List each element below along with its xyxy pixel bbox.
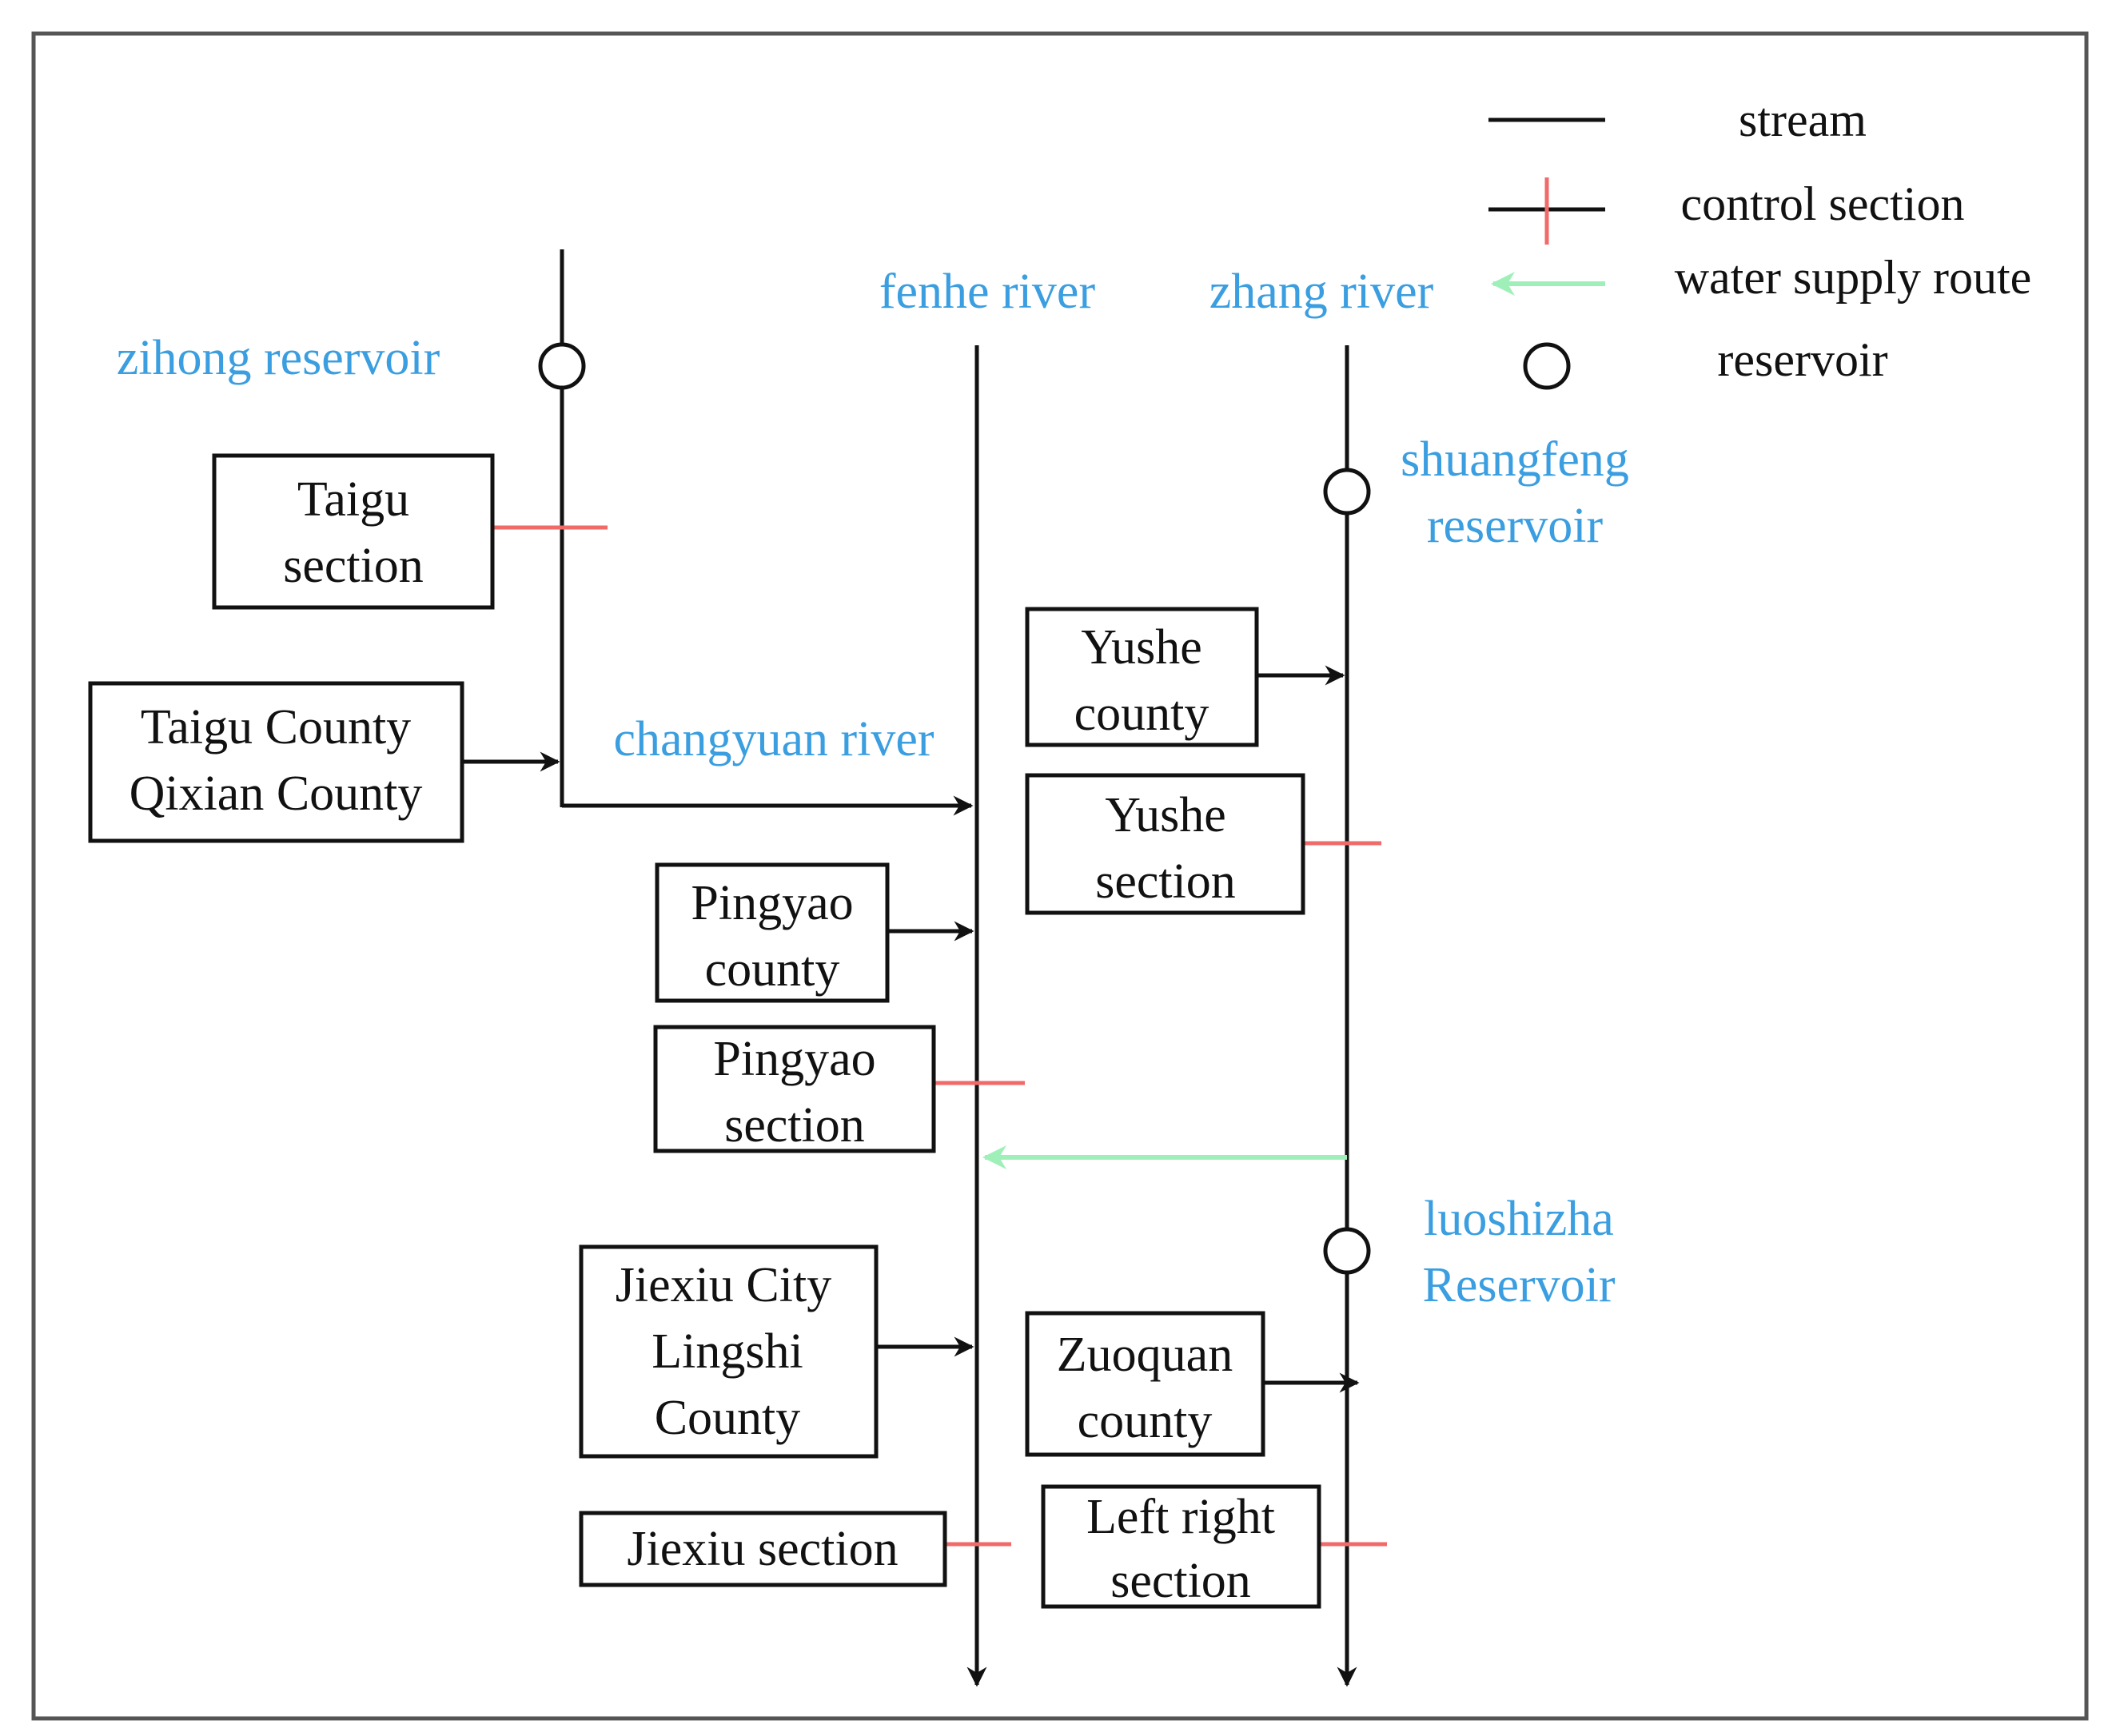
- luoshizha-reservoir-symbol: [1323, 1227, 1371, 1275]
- box-text: Yushe: [1105, 788, 1226, 842]
- box-taigu-qixian-county: Taigu County Qixian County: [88, 681, 464, 843]
- fenhe-river-label: fenhe river: [879, 265, 1096, 319]
- box-pingyao-county: Pingyao county: [655, 862, 890, 1003]
- changyuan-branch: zihong reservoir changyuan river: [117, 249, 974, 816]
- fenhe-river: fenhe river: [876, 265, 1096, 1687]
- box-text: Taigu: [297, 472, 409, 527]
- legend-reservoir-label: reservoir: [1717, 333, 1887, 386]
- luoshizha-reservoir-label-line2: Reservoir: [1422, 1258, 1615, 1312]
- box-text: county: [1074, 687, 1209, 741]
- zhang-river-label: zhang river: [1209, 265, 1434, 319]
- zhang-river: zhang river shuangfeng reservoir luoshiz…: [1209, 265, 1629, 1687]
- legend-water-supply-label: water supply route: [1675, 251, 2032, 304]
- box-text: section: [1110, 1554, 1251, 1608]
- box-text: Zuoquan: [1057, 1328, 1233, 1382]
- box-jiexiu-section: Jiexiu section: [579, 1511, 947, 1587]
- box-text: Taigu County: [141, 700, 411, 755]
- box-text: section: [724, 1098, 865, 1153]
- shuangfeng-reservoir-label-line1: shuangfeng: [1401, 432, 1629, 487]
- luoshizha-reservoir-label-line1: luoshizha: [1424, 1192, 1614, 1246]
- box-yushe-county: Yushe county: [1025, 607, 1259, 747]
- box-text: section: [1095, 854, 1236, 909]
- box-jiexiu-lingshi-county: Jiexiu City Lingshi County: [579, 1244, 879, 1459]
- box-text: Pingyao: [691, 876, 853, 930]
- box-text: county: [1078, 1394, 1213, 1448]
- box-text: Qixian County: [130, 766, 423, 821]
- box-zuoquan-county: Zuoquan county: [1025, 1311, 1265, 1457]
- box-text: county: [705, 942, 840, 997]
- box-left-right-section: Left right section: [1041, 1484, 1321, 1609]
- box-text: County: [655, 1391, 801, 1445]
- legend-reservoir-symbol: [1523, 342, 1571, 390]
- shuangfeng-reservoir-symbol: [1323, 468, 1371, 516]
- zihong-reservoir-symbol: [538, 342, 586, 390]
- box-text: Jiexiu City: [616, 1258, 831, 1312]
- legend: stream control section water supply rout…: [1488, 94, 2032, 390]
- diagram-frame: [31, 31, 2089, 1721]
- box-yushe-section: Yushe section: [1025, 773, 1305, 915]
- zihong-reservoir-label: zihong reservoir: [117, 331, 440, 385]
- legend-stream-label: stream: [1739, 94, 1867, 146]
- box-text: Lingshi: [652, 1324, 803, 1379]
- box-text: Pingyao: [713, 1032, 875, 1086]
- box-text: Left right: [1086, 1490, 1275, 1544]
- box-pingyao-section: Pingyao section: [653, 1025, 936, 1153]
- box-taigu-section: Taigu section: [212, 453, 495, 610]
- box-text: section: [283, 539, 424, 593]
- changyuan-river-label: changyuan river: [613, 712, 934, 766]
- legend-control-label: control section: [1681, 177, 1965, 230]
- box-text: Yushe: [1081, 620, 1202, 675]
- shuangfeng-reservoir-label-line2: reservoir: [1427, 499, 1604, 553]
- box-text: Jiexiu section: [627, 1522, 898, 1576]
